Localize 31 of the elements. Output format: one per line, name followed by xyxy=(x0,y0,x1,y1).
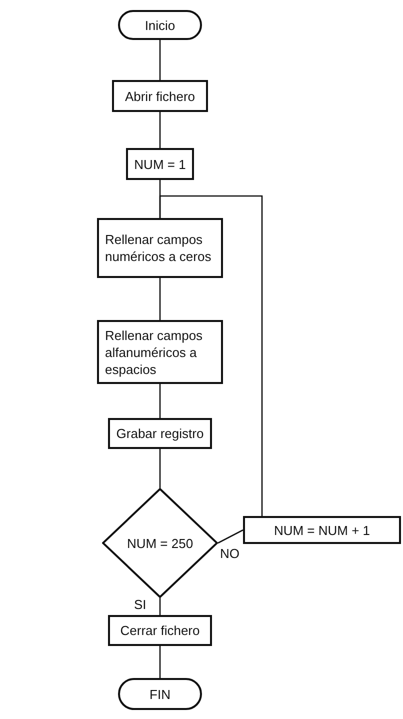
process-box xyxy=(243,516,401,544)
connector-line xyxy=(159,40,161,80)
node-label: FIN xyxy=(150,686,170,702)
node-label: Abrir fichero xyxy=(124,88,196,104)
process-box xyxy=(108,615,212,646)
node-label: NUM = 250 xyxy=(126,534,194,552)
connector-line xyxy=(159,449,161,488)
node-label: Inicio xyxy=(144,16,176,34)
node-label: NUM = 1 xyxy=(134,156,186,172)
process-box xyxy=(97,320,223,384)
node-label: Rellenar campos numéricos a ceros xyxy=(105,231,212,265)
connector-line xyxy=(159,598,161,615)
process-box xyxy=(97,218,223,278)
decision-diamond xyxy=(102,488,218,598)
connector-line xyxy=(159,384,161,418)
connector-line xyxy=(218,529,244,544)
edge-label: SI xyxy=(132,597,148,612)
connector-line xyxy=(159,646,161,678)
node-label: Grabar registro xyxy=(116,425,204,442)
connector-line xyxy=(159,278,161,320)
process-box xyxy=(112,80,208,112)
process-box xyxy=(108,418,212,449)
node-label: Cerrar fichero xyxy=(120,622,200,639)
connector-line xyxy=(159,112,161,148)
terminal-shape xyxy=(118,10,202,40)
node-label: NUM = NUM + 1 xyxy=(274,522,370,538)
edge-label: NO xyxy=(218,546,242,561)
terminal-shape xyxy=(118,678,202,710)
process-box xyxy=(126,148,194,180)
connector-line xyxy=(159,195,263,516)
node-label: Rellenar campos alfanuméricos a espacios xyxy=(105,326,204,378)
